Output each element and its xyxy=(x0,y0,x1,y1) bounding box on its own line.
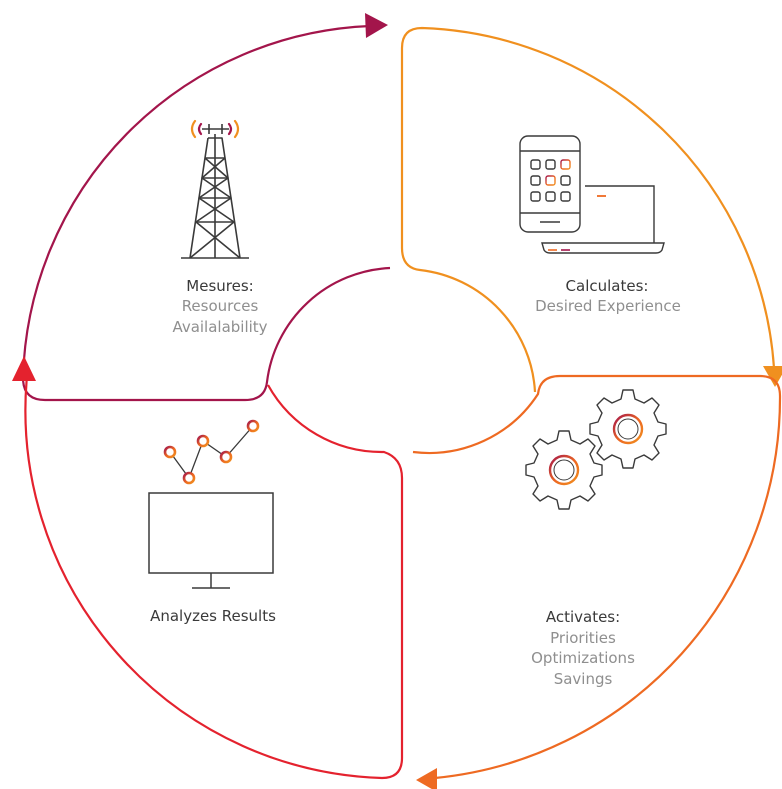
calculates-title: Calculates: xyxy=(566,277,649,295)
activates-title: Activates: xyxy=(546,608,620,626)
activates-line-2: Optimizations xyxy=(531,649,635,667)
quadrant-activates-outline xyxy=(412,374,782,780)
arrow-to-measures xyxy=(12,356,36,381)
activates-line-1: Priorities xyxy=(550,629,616,647)
arrow-to-analyzes xyxy=(416,768,437,789)
activates-line-3: Savings xyxy=(554,670,613,688)
signal-waves-icon xyxy=(190,119,240,139)
arrow-to-activates xyxy=(763,366,782,387)
quadrant-analyzes-outline xyxy=(24,375,404,780)
measures-line-1: Resources xyxy=(182,297,259,315)
phone-and-laptop-icon xyxy=(519,135,665,254)
chart-data-points xyxy=(163,419,260,485)
measures-title: Mesures: xyxy=(186,277,253,295)
analyzes-title: Analyzes Results xyxy=(150,607,276,625)
quadrant-measures-outline xyxy=(21,24,391,402)
calculates-line-1: Desired Experience xyxy=(535,297,681,315)
quadrant-calculates-outline xyxy=(400,26,776,393)
measures-line-2: Availalability xyxy=(172,318,267,336)
gears-icon xyxy=(525,389,667,510)
cell-tower-icon xyxy=(181,124,249,259)
arrow-to-calculates xyxy=(365,13,388,38)
